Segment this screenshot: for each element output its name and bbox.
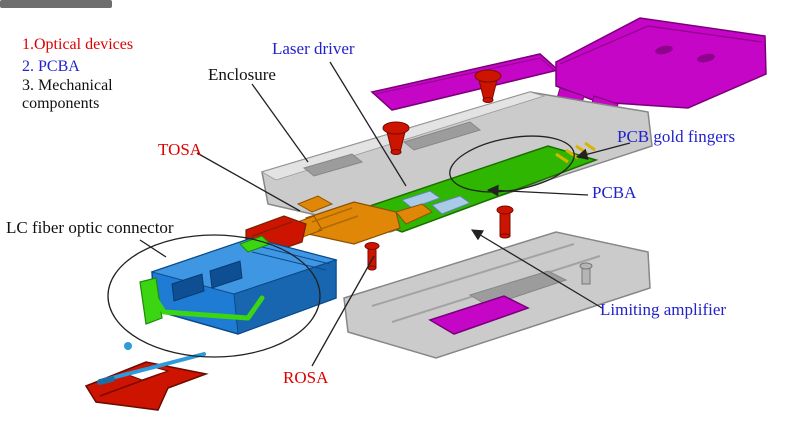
top-housing-part <box>555 17 767 109</box>
gold-finger-1 <box>555 152 569 164</box>
pcb-screw-head <box>496 205 514 215</box>
magenta-strip-edge <box>375 57 555 95</box>
screw-rod <box>102 352 206 382</box>
latch-bracket <box>139 277 163 325</box>
dust-cap-line <box>99 373 161 397</box>
magenta-lower-parts <box>428 295 530 335</box>
leader-lc-connector <box>139 239 167 258</box>
enclosure-opening <box>468 270 568 307</box>
arrow-pcba <box>486 184 589 197</box>
tosa-link <box>395 203 433 225</box>
gold-finger-4 <box>584 141 596 152</box>
label-rosa: ROSA <box>283 368 329 387</box>
enclosure-bottom-group <box>343 231 651 359</box>
tosa-cap <box>296 195 334 213</box>
enclosure-slot-2 <box>402 121 482 151</box>
top-housing-fold <box>559 25 763 65</box>
legend-item-optical-devices: 1.Optical devices <box>22 36 134 53</box>
label-pcba: PCBA <box>592 183 637 202</box>
chip-2 <box>431 195 472 215</box>
callout-ellipse-gold-fingers <box>449 135 575 193</box>
chip-1 <box>400 190 442 209</box>
leader-rosa <box>311 255 375 367</box>
red-grommet-1-base <box>482 97 494 103</box>
screw-ball <box>124 342 132 350</box>
tosa-highlight-2 <box>317 215 359 231</box>
leader-laser-driver <box>329 61 407 187</box>
legend-item-mechanical-components: 3. Mechanical components <box>22 77 113 113</box>
callout-ellipse-lc-connector <box>107 234 321 358</box>
dust-cap-group <box>84 361 209 411</box>
dust-cap <box>84 361 209 411</box>
lc-body-side <box>233 259 337 335</box>
top-housing-hole-2 <box>697 53 715 63</box>
label-limiting-amplifier: Limiting amplifier <box>600 300 727 319</box>
pcb-screw-tip <box>499 233 511 239</box>
screw-rod-head <box>97 376 115 385</box>
red-grommet-2-base <box>390 149 402 155</box>
latch-handle <box>147 287 265 321</box>
bottom-plate-part <box>428 295 530 335</box>
arrow-limiting-amplifier <box>470 229 603 309</box>
label-lc-fiber-optic-connector: LC fiber optic connector <box>6 218 174 237</box>
pcb-chips <box>400 190 472 215</box>
enclosure-slot-1 <box>302 153 364 177</box>
label-laser-driver: Laser driver <box>272 39 355 58</box>
pcb-screw <box>496 205 514 239</box>
lc-ridge-2 <box>251 251 327 271</box>
lc-connector-group <box>150 237 338 335</box>
legend: 1.Optical devices 2. PCBA 3. Mechanical … <box>22 34 136 113</box>
label-enclosure: Enclosure <box>208 65 276 84</box>
leader-tosa <box>196 152 301 212</box>
callout-lines <box>107 61 631 367</box>
lc-port-1 <box>171 273 205 302</box>
top-left-artifact <box>0 0 112 8</box>
leader-enclosure <box>251 83 309 163</box>
rosa-screw-head <box>364 242 380 250</box>
tosa-bracket-line <box>251 221 293 237</box>
lc-ridge-1 <box>257 245 331 265</box>
red-grommet-1-head <box>474 69 502 83</box>
enclosure-rail-1 <box>371 243 575 307</box>
red-grommets <box>382 69 502 155</box>
arrow-pcb-gold-fingers <box>575 142 631 160</box>
tosa-highlight-1 <box>311 207 353 223</box>
rosa-screw-tip <box>367 265 377 271</box>
bottom-screw-head <box>579 262 593 270</box>
lc-port-2 <box>209 260 243 289</box>
label-pcb-gold-fingers: PCB gold fingers <box>617 127 736 146</box>
label-tosa: TOSA <box>158 140 203 159</box>
top-housing-hole-1 <box>655 45 673 55</box>
latch-group <box>139 235 271 325</box>
legend-item-pcba: 2. PCBA <box>22 57 80 75</box>
red-grommet-2-head <box>382 121 410 135</box>
screw-rod-group <box>97 342 206 385</box>
